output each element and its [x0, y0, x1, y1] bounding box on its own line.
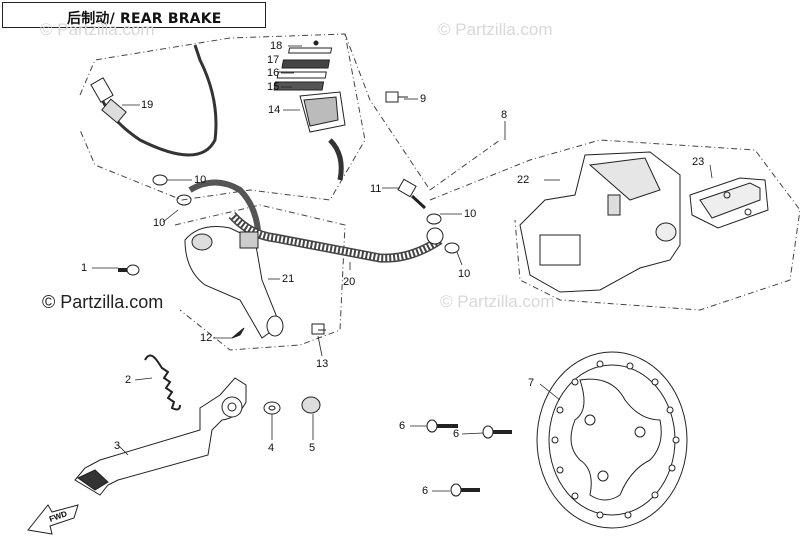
disc-bolt — [426, 419, 458, 433]
fwd-arrow — [27, 504, 79, 535]
callout-6a: 6 — [399, 420, 406, 432]
reservoir-hose — [90, 44, 218, 157]
cotter-pin-12 — [231, 327, 245, 339]
callout-5: 5 — [309, 442, 316, 454]
callout-10a: 10 — [194, 174, 207, 186]
callout-8: 8 — [501, 109, 508, 121]
inlet-hose — [188, 179, 261, 231]
return-spring — [144, 354, 181, 411]
group-outline-master-cylinder — [79, 33, 366, 201]
washer-4 — [263, 401, 281, 415]
callout-10c: 10 — [464, 208, 477, 220]
callout-21: 21 — [282, 273, 295, 285]
group-outline-caliper — [429, 139, 800, 311]
callout-3: 3 — [114, 440, 121, 452]
bolt-5 — [301, 396, 321, 414]
callout-12: 12 — [200, 332, 213, 344]
leader-8 — [344, 33, 501, 191]
callout-11: 11 — [370, 183, 382, 195]
brake-hose-20 — [228, 211, 444, 263]
watermark-mid-right: © Partzilla.com — [440, 292, 555, 311]
callout-14: 14 — [268, 104, 281, 116]
title-box: 后制动/ REAR BRAKE — [2, 2, 266, 28]
reservoir-assembly — [273, 40, 346, 181]
brake-pads — [689, 177, 769, 229]
callout-4: 4 — [268, 442, 275, 454]
callout-13: 13 — [316, 358, 329, 370]
callout-19: 19 — [141, 99, 154, 111]
watermark-mid-left: © Partzilla.com — [42, 292, 164, 312]
o-rings — [152, 174, 460, 254]
callout-6c: 6 — [422, 485, 429, 497]
disc-bolt — [482, 425, 512, 439]
bolt-1 — [118, 264, 140, 276]
disc-bolt — [450, 483, 480, 497]
callout-15: 15 — [267, 81, 280, 93]
callout-20: 20 — [343, 276, 356, 288]
master-cylinder — [184, 226, 284, 339]
disc-bolts — [426, 419, 512, 497]
callout-9: 9 — [420, 93, 427, 105]
callout-1: 1 — [81, 262, 88, 274]
watermark-top-right: © Partzilla.com — [438, 20, 553, 39]
callout-16: 16 — [267, 67, 280, 79]
callout-22: 22 — [517, 174, 530, 186]
callout-17: 17 — [267, 54, 280, 66]
brake-caliper — [519, 151, 681, 293]
callout-6b: 6 — [453, 428, 460, 440]
callout-23: 23 — [692, 156, 705, 168]
callout-10d: 10 — [458, 268, 471, 280]
callout-2: 2 — [125, 374, 132, 386]
diagram-title: 后制动/ REAR BRAKE — [67, 11, 222, 27]
watermark-top-left: © Partzilla.com — [40, 20, 155, 39]
bolt-9 — [385, 91, 408, 103]
callout-10b: 10 — [153, 217, 166, 229]
disc-vent-holes — [551, 360, 680, 519]
banjo-bolt-11 — [397, 178, 427, 210]
callout-7: 7 — [528, 377, 535, 389]
group-outline-pump — [174, 204, 346, 351]
pin-13 — [311, 323, 326, 335]
callout-18: 18 — [270, 40, 283, 52]
brake-disc — [536, 351, 688, 529]
brake-pedal — [74, 377, 247, 496]
